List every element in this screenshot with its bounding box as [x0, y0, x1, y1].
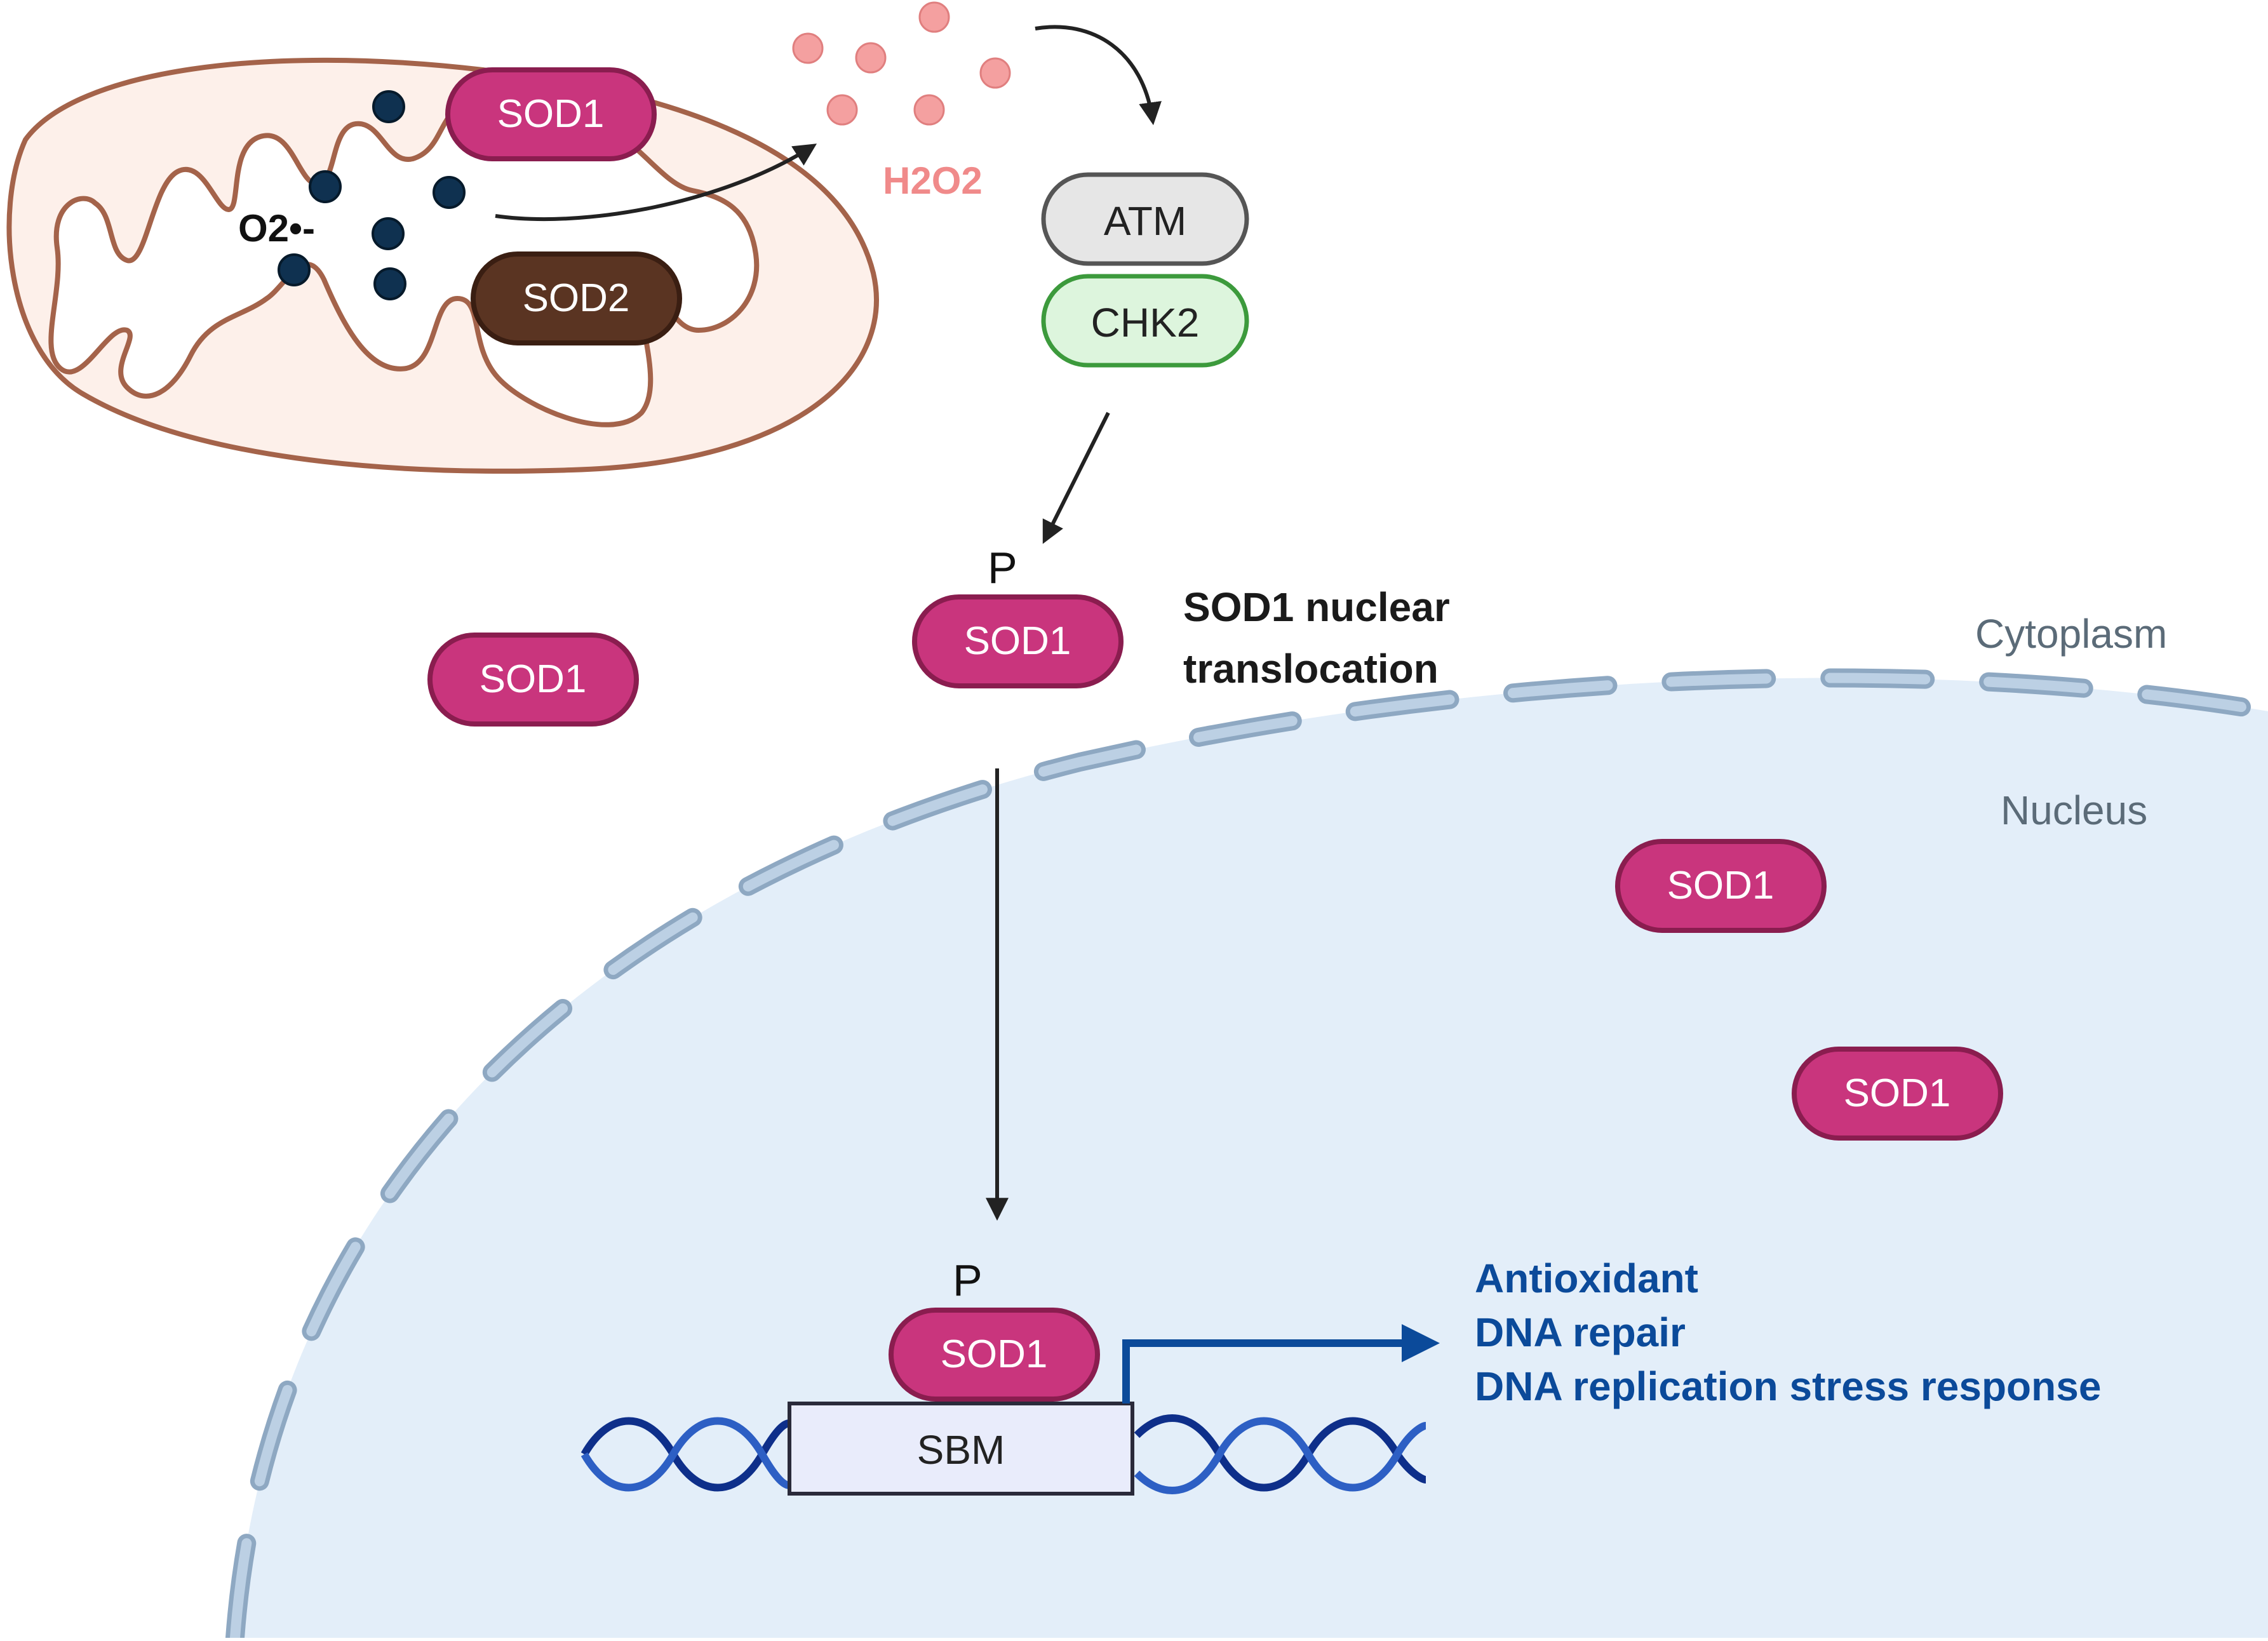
phospho-label-nucleus: P — [953, 1256, 983, 1305]
nucleus-label: Nucleus — [2001, 787, 2147, 833]
h2o2-droplet — [918, 1, 950, 33]
superoxide-dot — [278, 253, 311, 286]
h2o2-droplet — [826, 94, 858, 126]
sod1-phospho-nucleus: SOD1 — [889, 1308, 1100, 1402]
output-dna-repair: DNA repair — [1475, 1309, 1686, 1355]
sod1-mito: SOD1 — [445, 67, 657, 161]
sod2-label: SOD2 — [523, 276, 630, 320]
sod2-protein: SOD2 — [471, 251, 682, 345]
arrow-mito-to-h2o2 — [495, 144, 817, 222]
sod1-cytoplasm: SOD1 — [427, 633, 639, 727]
translocation-note-line2: translocation — [1183, 646, 1439, 692]
nucleus-region — [235, 678, 2268, 1638]
output-replication-stress: DNA replication stress response — [1475, 1363, 2101, 1409]
sod1-nucleus-2: SOD1 — [1792, 1047, 2003, 1141]
superoxide-dot — [372, 217, 405, 250]
dna-strand-b — [580, 1417, 1427, 1495]
atm-label: ATM — [1104, 198, 1186, 244]
superoxide-dot — [309, 170, 342, 203]
translocation-note-line1: SOD1 nuclear — [1183, 584, 1450, 630]
output-antioxidant: Antioxidant — [1475, 1256, 1698, 1301]
sod1-label: SOD1 — [1667, 864, 1775, 908]
h2o2-droplet — [979, 57, 1011, 89]
phospho-label-cytoplasm: P — [988, 543, 1017, 593]
h2o2-label: H2O2 — [883, 159, 983, 202]
sbm-label: SBM — [917, 1427, 1005, 1473]
atm-protein: ATM — [1041, 172, 1249, 266]
arrow-chk2-to-sod1 — [1042, 412, 1110, 544]
mitochondrion — [6, 57, 879, 474]
chk2-label: CHK2 — [1091, 300, 1200, 345]
sod1-phospho-cytoplasm: SOD1 — [912, 594, 1124, 688]
superoxide-dot — [372, 90, 405, 123]
sbm-box: SBM — [788, 1402, 1134, 1496]
superoxide-dot — [373, 267, 406, 300]
h2o2-droplets — [792, 1, 1011, 126]
arrow-h2o2-to-atm — [1035, 25, 1162, 126]
sod1-nucleus-1: SOD1 — [1615, 839, 1827, 933]
chk2-protein: CHK2 — [1041, 274, 1249, 368]
transcription-arrow — [1122, 1324, 1440, 1403]
superoxide-label: O2•- — [238, 207, 315, 250]
sod1-label: SOD1 — [1844, 1071, 1951, 1115]
superoxide-dot — [433, 176, 466, 209]
sod1-label: SOD1 — [480, 657, 587, 701]
cytoplasm-label: Cytoplasm — [1975, 611, 2167, 657]
sod1-label: SOD1 — [964, 619, 1071, 663]
dna-helix — [580, 1414, 1427, 1495]
h2o2-droplet — [855, 42, 887, 74]
sod1-label: SOD1 — [941, 1332, 1048, 1376]
superoxide-dots — [278, 90, 466, 300]
h2o2-droplet — [913, 94, 945, 126]
h2o2-droplet — [792, 32, 824, 64]
nuclear-envelope-inner — [230, 673, 2268, 1641]
sod1-label: SOD1 — [497, 92, 605, 136]
